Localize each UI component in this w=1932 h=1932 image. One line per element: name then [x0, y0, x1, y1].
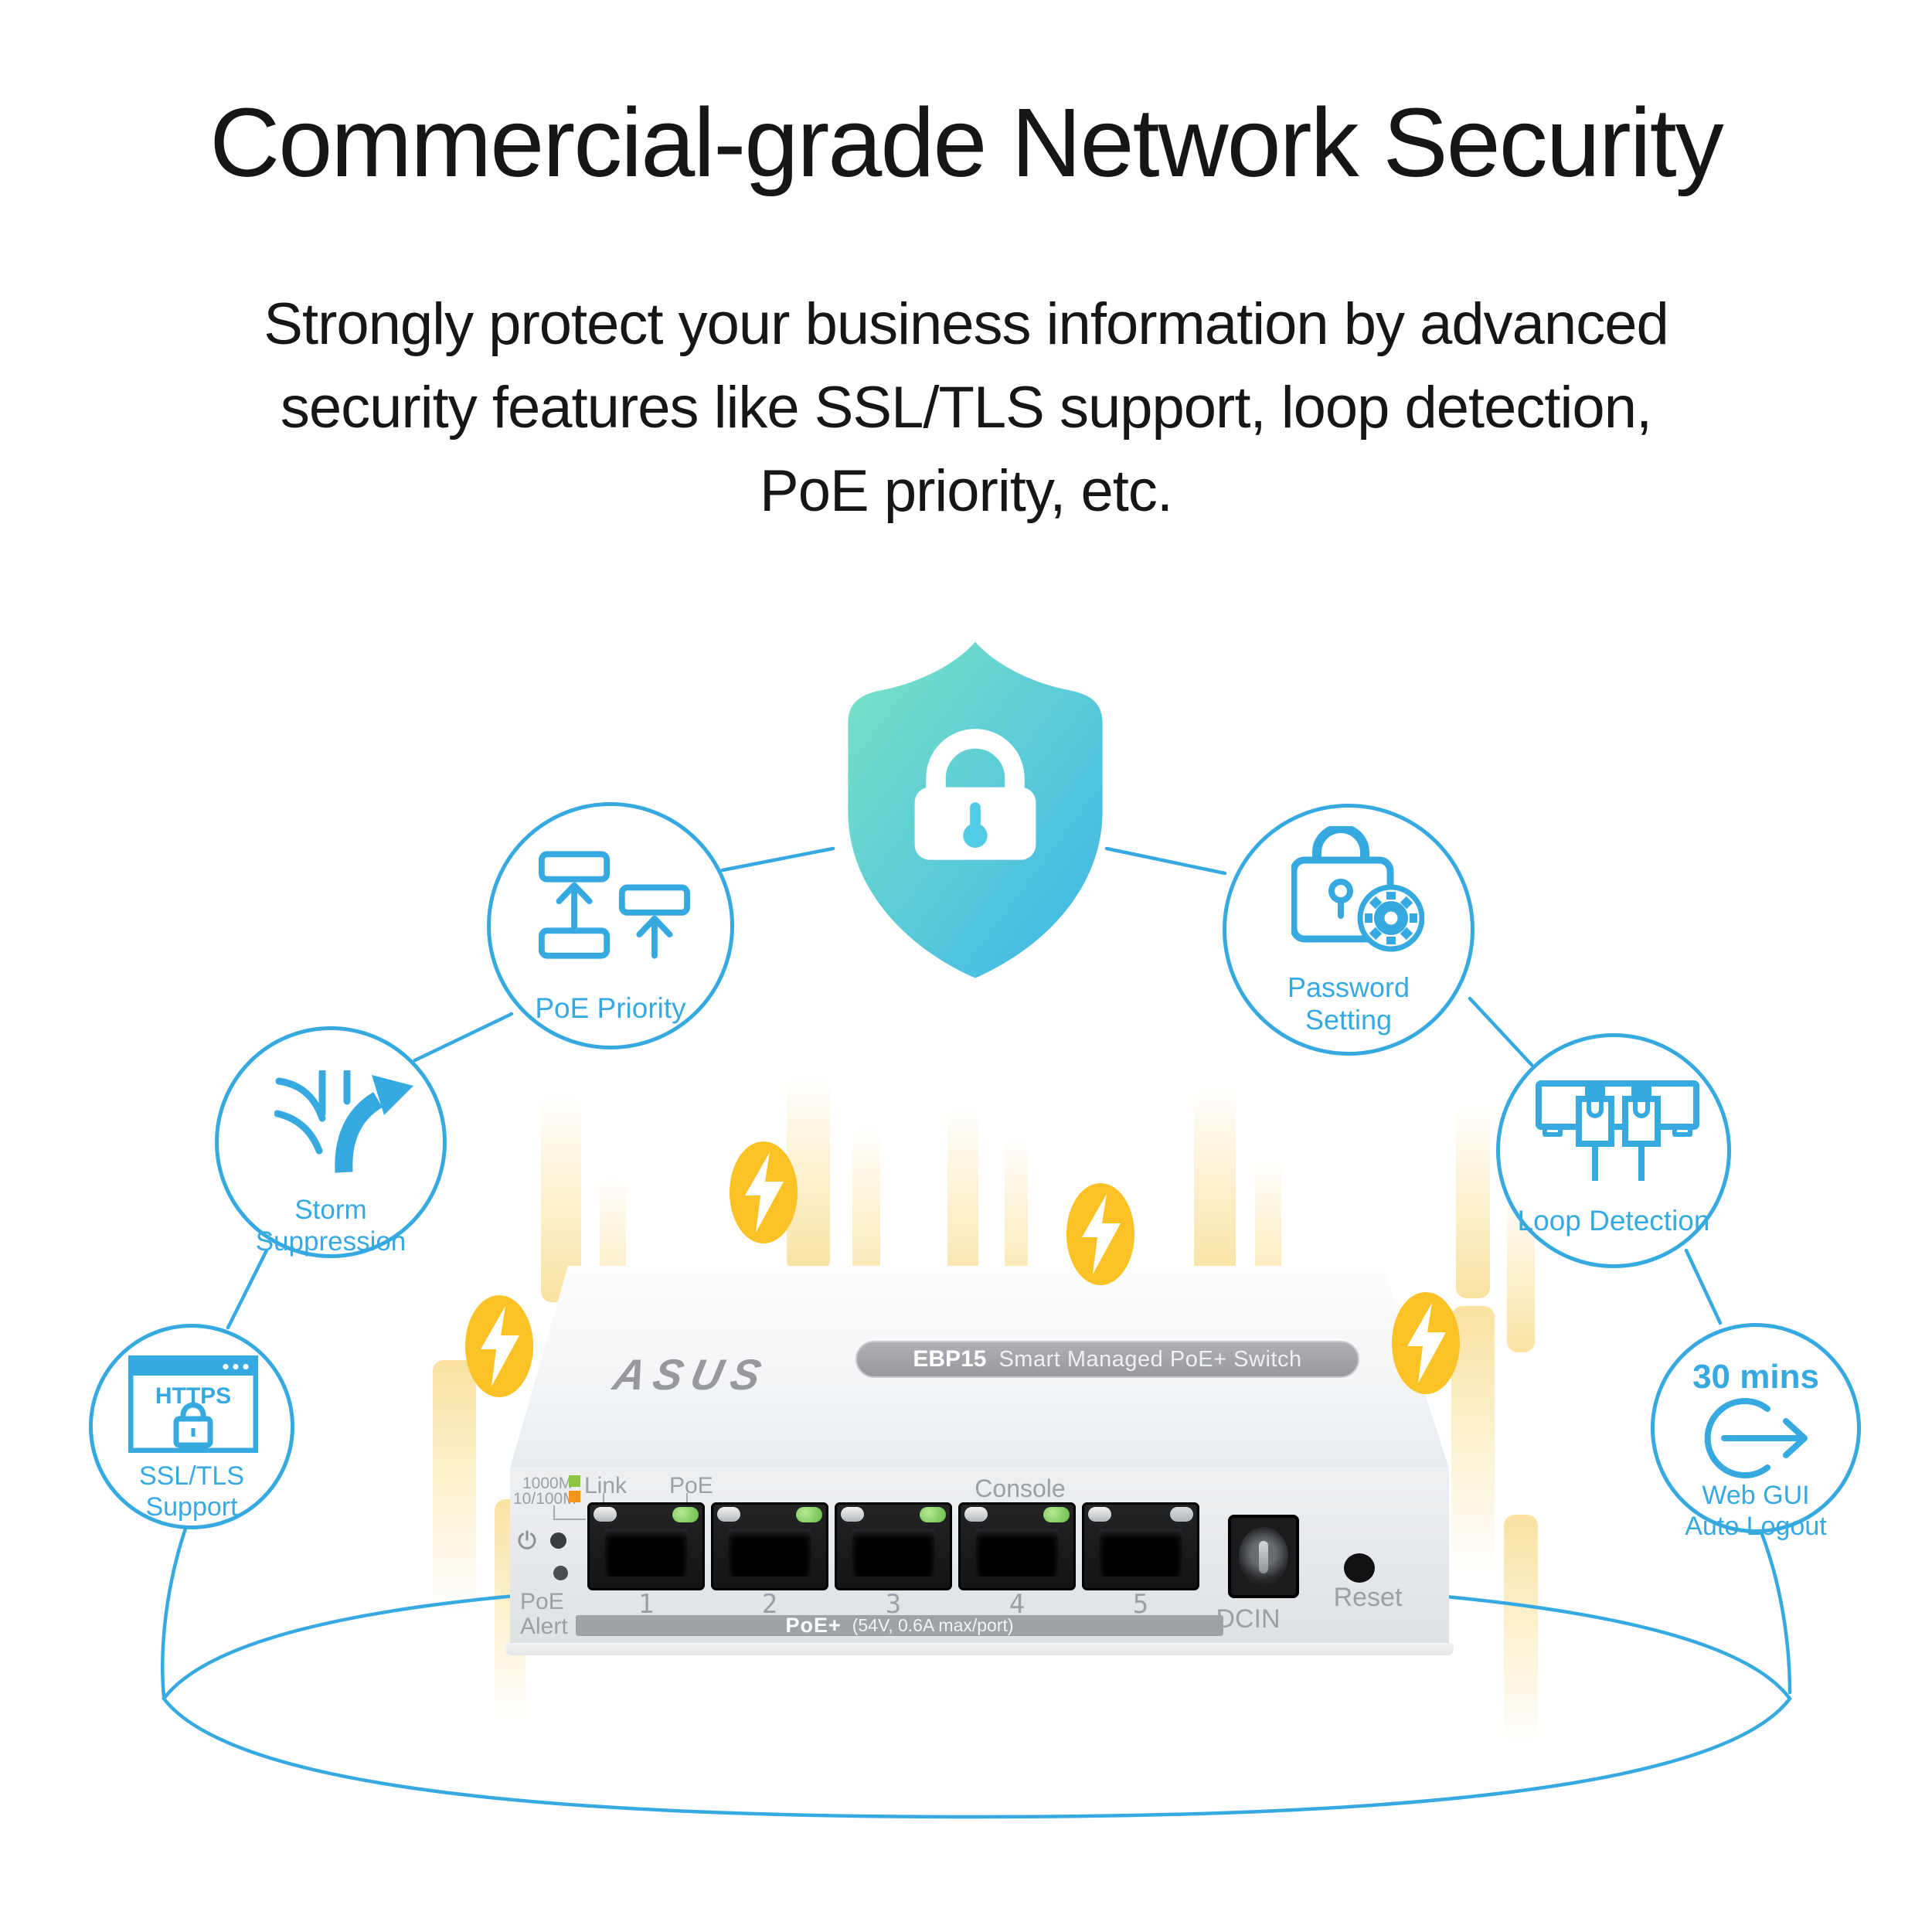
- feature-password-setting: Password Setting: [1223, 804, 1475, 1056]
- subtitle-line-2: security features like SSL/TLS support, …: [280, 375, 1652, 440]
- link-tick: [603, 1493, 604, 1505]
- switch-base: [505, 1643, 1454, 1655]
- poe-label: PoE: [669, 1473, 713, 1498]
- subtitle-line-3: PoE priority, etc.: [760, 458, 1173, 524]
- rj45-port-4: [958, 1502, 1076, 1590]
- legend-10-100m: 10/100M: [513, 1490, 577, 1508]
- feature-poe-priority: PoE Priority: [487, 802, 734, 1049]
- loop-detection-icon: [1536, 1080, 1699, 1181]
- feature-label: SSL/TLS Support: [138, 1461, 245, 1522]
- feature-label: Password Setting: [1287, 971, 1410, 1036]
- poe-alert-label-2: Alert: [520, 1614, 568, 1639]
- lightning-bolt-icon: [730, 1141, 798, 1243]
- poe-spec-label: (54V, 0.6A max/port): [852, 1615, 1014, 1635]
- asus-brand-logo: ASUS: [609, 1350, 774, 1399]
- model-name: Smart Managed PoE+ Switch: [998, 1346, 1302, 1372]
- switch-front-panel: 1000M 10/100M Link PoE Console PoE Alert…: [510, 1467, 1449, 1643]
- feature-label: Storm Suppression: [255, 1195, 406, 1257]
- ssl-tls-icon: HTTPS: [128, 1355, 258, 1453]
- auto-logout-time-badge: 30 mins: [1692, 1358, 1819, 1396]
- legend-1000m: 1000M: [522, 1475, 573, 1492]
- model-number: EBP15: [913, 1346, 987, 1372]
- power-icon: [518, 1530, 536, 1549]
- lock-icon: [914, 729, 1036, 860]
- dcin-jack: [1228, 1515, 1299, 1598]
- storm-suppression-icon: [274, 1070, 413, 1173]
- legend-orange-square: [569, 1491, 580, 1502]
- legend-green-square: [569, 1475, 580, 1487]
- power-led: [550, 1532, 566, 1549]
- security-shield-icon: [848, 641, 1103, 978]
- feature-storm-suppression: Storm Suppression: [215, 1026, 447, 1258]
- rj45-port-5: [1082, 1502, 1199, 1590]
- rj45-plug-icon: [1576, 1087, 1614, 1181]
- feature-ssl-tls: HTTPS SSL/TLS Support: [89, 1324, 294, 1529]
- poe-alert-led: [553, 1566, 568, 1580]
- lightning-bolt-icon: [1392, 1292, 1460, 1394]
- feature-label: PoE Priority: [535, 992, 686, 1024]
- poe-spec-bar: PoE+ (54V, 0.6A max/port): [576, 1614, 1223, 1637]
- rj45-port-1: [587, 1502, 705, 1590]
- port-number-5: 5: [1132, 1589, 1149, 1620]
- poe-priority-icon: [539, 851, 690, 959]
- dcin-label: DCIN: [1216, 1604, 1281, 1634]
- feature-label: Web GUI Auto Logout: [1685, 1481, 1827, 1542]
- reset-label: Reset: [1333, 1583, 1403, 1612]
- auto-logout-icon: [1704, 1398, 1808, 1478]
- port-number-3: 3: [885, 1589, 902, 1620]
- feature-loop-detection: Loop Detection: [1496, 1033, 1731, 1268]
- link-label: Link: [584, 1473, 628, 1498]
- poe-alert-label-1: PoE: [520, 1589, 564, 1614]
- rj45-plug-icon: [1622, 1087, 1661, 1181]
- poe-plus-label: PoE+: [785, 1614, 842, 1637]
- switch-top-face: ASUS EBP15 Smart Managed PoE+ Switch: [510, 1266, 1449, 1468]
- password-setting-icon: [1291, 826, 1424, 952]
- rj45-port-2: [711, 1502, 828, 1590]
- lightning-bolt-icon: [1066, 1183, 1134, 1285]
- reset-button: [1344, 1553, 1375, 1583]
- port-number-1: 1: [638, 1589, 655, 1620]
- port-number-4: 4: [1009, 1589, 1026, 1620]
- page-title: Commercial-grade Network Security: [209, 88, 1724, 197]
- feature-web-gui-auto-logout: 30 mins Web GUI Auto Logout: [1651, 1323, 1861, 1541]
- feature-label: Loop Detection: [1517, 1205, 1710, 1236]
- legend-bracket: [553, 1505, 586, 1520]
- subtitle-line-1: Strongly protect your business informati…: [264, 291, 1668, 357]
- page-subtitle: Strongly protect your business informati…: [0, 283, 1932, 533]
- rj45-port-3: [835, 1502, 952, 1590]
- port-number-2: 2: [761, 1589, 778, 1620]
- model-badge: EBP15 Smart Managed PoE+ Switch: [855, 1341, 1359, 1378]
- console-label: Console: [975, 1475, 1066, 1502]
- poe-tick: [686, 1493, 688, 1505]
- lightning-bolt-icon: [465, 1295, 533, 1397]
